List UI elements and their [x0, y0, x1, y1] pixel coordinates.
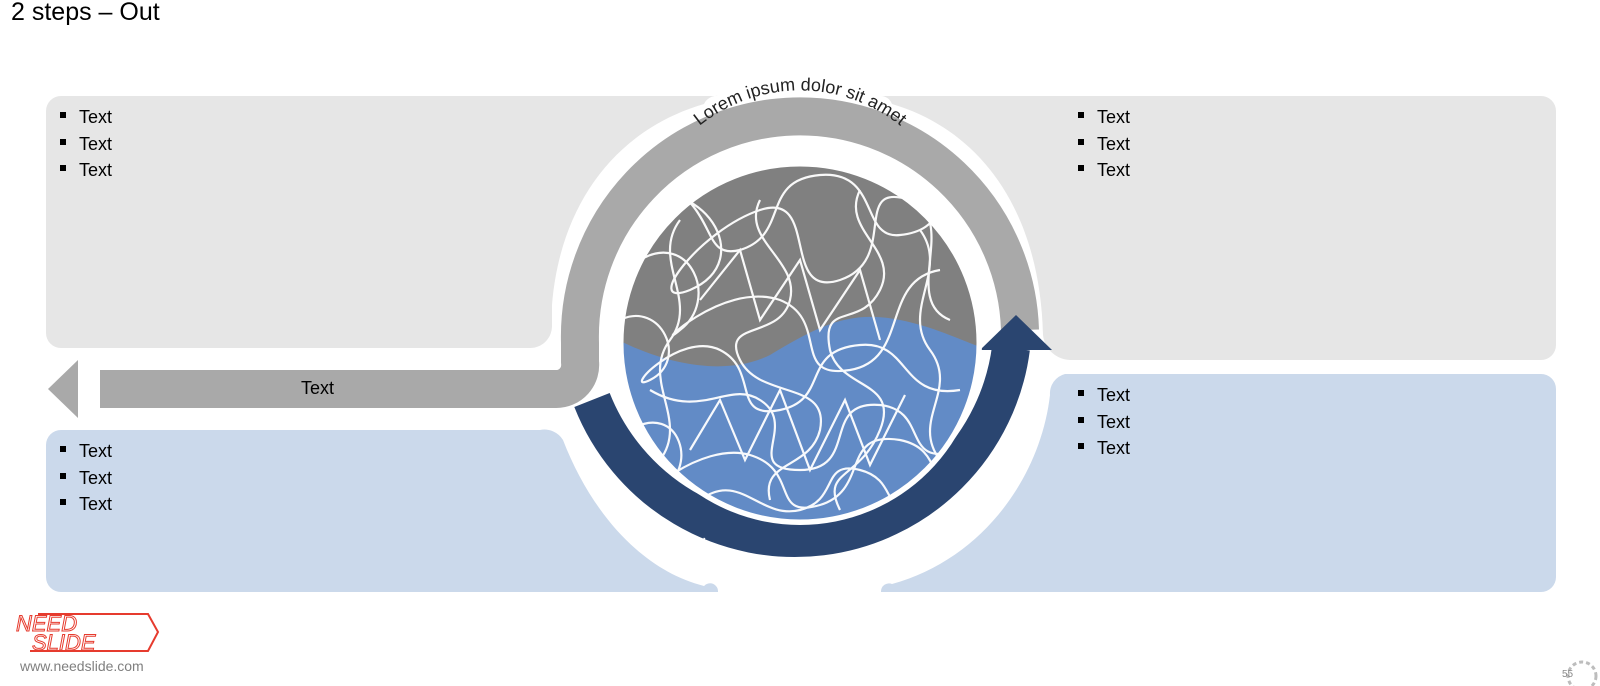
needslide-logo: NEED SLIDE: [16, 611, 160, 656]
list-item: Text: [59, 157, 112, 184]
out-arrow-label: Text: [301, 378, 335, 398]
list-item: Text: [1077, 157, 1130, 184]
page-badge: [1566, 660, 1598, 686]
list-item: Text: [59, 438, 112, 465]
page-title: 2 steps – Out: [11, 0, 160, 26]
logo-need: NEED: [16, 611, 77, 636]
panel-top-left: [46, 95, 718, 349]
arrow-left-icon: [48, 360, 78, 418]
list-item: Text: [59, 131, 112, 158]
list-item: Text: [59, 104, 112, 131]
page-number: 55: [1562, 669, 1574, 680]
list-item: Text: [1077, 435, 1130, 462]
panel-bottom-right-list: Text Text Text: [1077, 382, 1130, 462]
panel-bottom-left: [46, 429, 719, 592]
logo-slide: SLIDE: [32, 630, 96, 655]
panel-top-right: [881, 96, 1556, 360]
logo-arrow-icon: [30, 613, 160, 652]
list-item: Text: [1077, 382, 1130, 409]
list-item: Text: [59, 491, 112, 518]
list-item: Text: [59, 465, 112, 492]
gray-arc-band: [100, 97, 1039, 408]
logo-url: www.needslide.com: [20, 658, 144, 674]
panel-bottom-right: [880, 374, 1556, 592]
navy-arc-band: [574, 345, 1030, 557]
list-item: Text: [1077, 409, 1130, 436]
list-item: Text: [1077, 104, 1130, 131]
panel-top-right-list: Text Text Text: [1077, 104, 1130, 184]
scribble-sphere-icon: [618, 161, 982, 525]
list-item: Text: [1077, 131, 1130, 158]
arrow-up-icon: [980, 315, 1052, 350]
panel-bottom-left-list: Text Text Text: [59, 438, 112, 518]
panel-top-left-list: Text Text Text: [59, 104, 112, 184]
